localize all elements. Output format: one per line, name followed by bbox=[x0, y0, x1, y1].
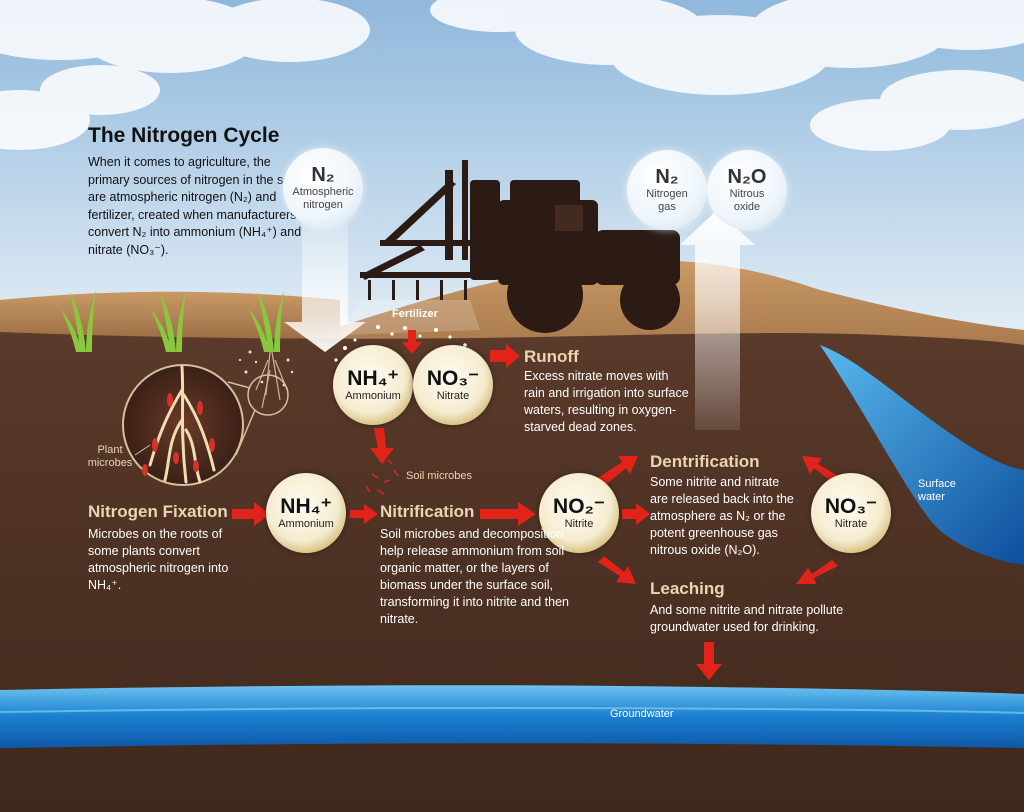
bubble-name: Atmospheric bbox=[292, 186, 354, 198]
bubble-nitrite: NO₂⁻ Nitrite bbox=[539, 473, 619, 553]
leaching-heading: Leaching bbox=[650, 579, 725, 598]
bubble-formula: N₂O bbox=[727, 166, 767, 188]
tractor-icon bbox=[360, 160, 680, 333]
fertilizer-spray bbox=[340, 300, 480, 335]
red-arrow-icon bbox=[232, 330, 838, 680]
groundwater-label: Groundwater bbox=[610, 708, 674, 720]
bubble-formula: NO₂⁻ bbox=[553, 494, 605, 518]
bubble-name: gas bbox=[658, 201, 676, 213]
bubble-name: oxide bbox=[733, 201, 761, 213]
bubble-formula: N₂ bbox=[311, 164, 335, 186]
intro-text: When it comes to agriculture, the primar… bbox=[88, 155, 302, 257]
bubble-nitrate-top: NO₃⁻ Nitrate bbox=[413, 345, 493, 425]
groundwater bbox=[0, 685, 1024, 748]
runoff-heading: Runoff bbox=[524, 347, 579, 366]
nitrification-heading: Nitrification bbox=[380, 502, 475, 521]
bubble-name: Nitrogen bbox=[646, 188, 688, 200]
bubble-formula: NO₃⁻ bbox=[824, 494, 878, 518]
denitrification-text: Some nitrite and nitrate are released ba… bbox=[650, 475, 794, 557]
clouds bbox=[0, 0, 1024, 151]
bubble-name: Nitrate bbox=[436, 389, 470, 402]
page-title: The Nitrogen Cycle bbox=[88, 124, 280, 147]
denitrification-heading: Dentrification bbox=[650, 452, 760, 471]
fertilizer-label: Fertilizer bbox=[392, 308, 438, 320]
bubble-name: Ammonium bbox=[345, 389, 401, 402]
plant-microbes-label-line: microbes bbox=[87, 457, 133, 469]
fixation-heading: Nitrogen Fixation bbox=[88, 502, 228, 521]
plant-microbes-label: Plant microbes bbox=[86, 444, 134, 470]
bubble-formula: N₂ bbox=[655, 166, 679, 188]
bubble-nitrogen-gas: N₂ Nitrogen gas bbox=[627, 150, 707, 230]
bubble-ammonium-top: NH₄⁺ Ammonium bbox=[333, 345, 413, 425]
white-arrow-up-icon bbox=[680, 210, 755, 430]
bubble-nitrous-oxide: N₂O Nitrous oxide bbox=[707, 150, 787, 230]
bubble-name: nitrogen bbox=[303, 199, 343, 211]
hill-left bbox=[0, 291, 340, 340]
bubble-formula: NH₄⁺ bbox=[347, 366, 399, 390]
bubble-formula: NO₃⁻ bbox=[426, 366, 480, 390]
surface-water-label: Surface water bbox=[918, 478, 956, 504]
surface-water-label-line: water bbox=[918, 491, 945, 503]
leaching-text: And some nitrite and nitrate pollute gro… bbox=[650, 603, 844, 634]
soil-microbes-label: Soil microbes bbox=[406, 470, 473, 482]
bubble-nitrate-right: NO₃⁻ Nitrate bbox=[811, 473, 891, 553]
bubble-atmospheric-nitrogen: N₂ Atmospheric nitrogen bbox=[283, 148, 363, 228]
fixation-text: Microbes on the roots of some plants con… bbox=[88, 527, 229, 592]
bubble-ammonium-mid: NH₄⁺ Ammonium bbox=[266, 473, 346, 553]
bubble-name: Nitrate bbox=[834, 517, 868, 530]
nitrification-text: Soil microbes and decomposition help rel… bbox=[380, 527, 569, 626]
bubble-formula: NH₄⁺ bbox=[280, 494, 332, 518]
grass-icon bbox=[60, 290, 284, 352]
bubble-name: Ammonium bbox=[278, 517, 334, 530]
bubble-name: Nitrite bbox=[564, 517, 594, 530]
white-arrow-down-icon bbox=[284, 210, 366, 352]
surface-water-label-line: Surface bbox=[918, 478, 956, 490]
bubble-name: Nitrous bbox=[729, 188, 765, 200]
surface-water bbox=[820, 345, 1024, 565]
runoff-text: Excess nitrate moves with rain and irrig… bbox=[524, 369, 689, 434]
plant-microbes-label-line: Plant bbox=[97, 444, 123, 456]
